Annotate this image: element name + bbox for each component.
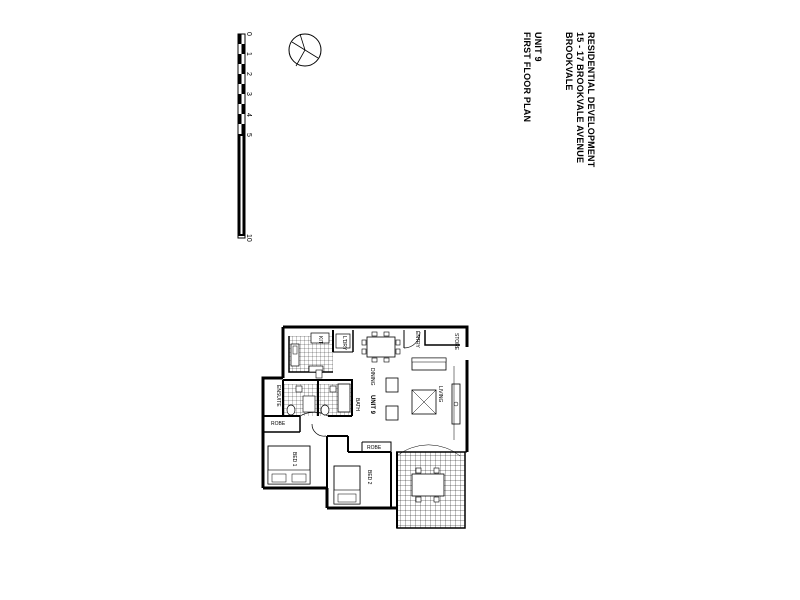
room-label-laundry: L'DRY (341, 336, 347, 351)
room-label-living: LIVING (437, 386, 443, 403)
floor-plan (261, 325, 469, 529)
room-label-bed-1: BED 1 (291, 452, 297, 467)
room-label-bath: BATH (354, 398, 360, 411)
room-label-unit: UNIT 9 (369, 395, 375, 415)
room-label-robe-2: ROBE (367, 445, 382, 451)
room-label-entry: ENTRY (414, 331, 420, 348)
north-arrow-icon (288, 33, 322, 67)
room-label-robe-1: ROBE (271, 421, 286, 427)
room-label-kitchen: KIT (317, 336, 323, 344)
room-label-bed-2: BED 2 (366, 470, 372, 485)
room-label-dining: DINING (369, 368, 375, 386)
room-label-store: STORE (453, 333, 459, 351)
scale-bar (237, 33, 246, 239)
room-label-ensuite: ENSUITE (275, 385, 281, 407)
